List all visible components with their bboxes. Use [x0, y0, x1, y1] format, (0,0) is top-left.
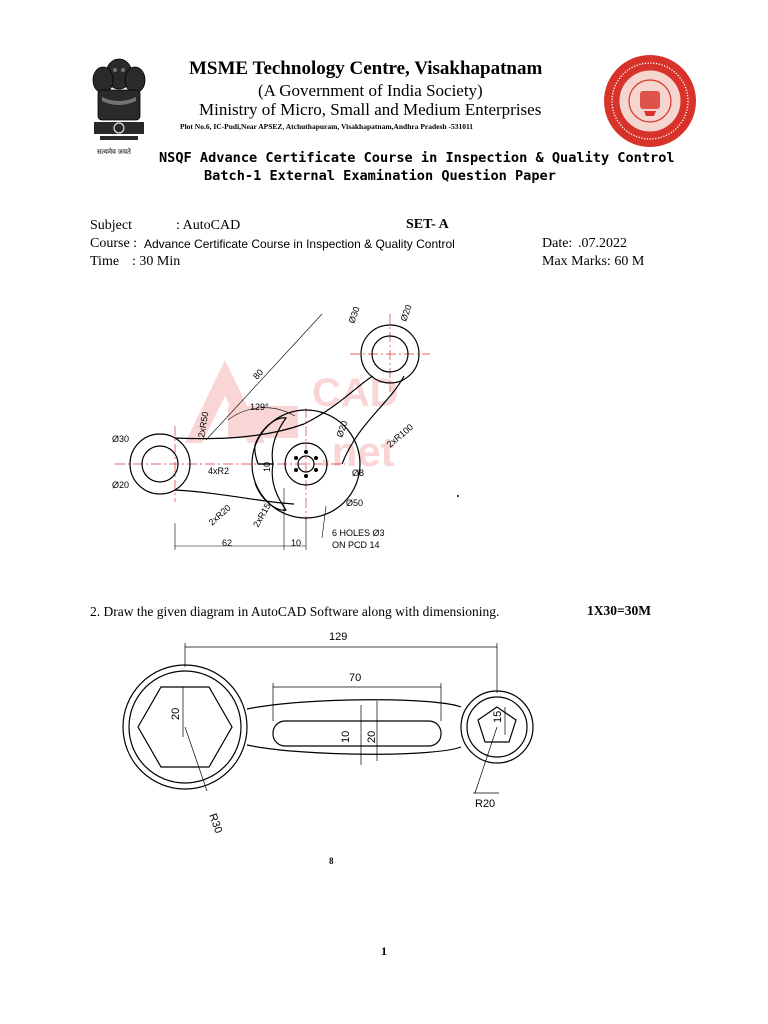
dim-70: 70 [349, 672, 361, 684]
dim-129: 129 [329, 631, 347, 643]
note-holes-line2: ON PCD 14 [332, 540, 380, 550]
question-2-marks: 1X30=30M [587, 603, 651, 618]
time-label: Time [90, 254, 120, 269]
note-holes-line1: 6 HOLES Ø3 [332, 528, 385, 538]
dim-129-angle: 129° [250, 402, 269, 412]
dim-d20-left: Ø20 [112, 480, 129, 490]
dim-d8: Ø8 [352, 468, 364, 478]
organization-address: Plot No.6, IC-Pudi,Near APSEZ, Atchuthap… [180, 122, 474, 131]
dim-62: 62 [222, 538, 232, 548]
question-2-text: 2. Draw the given diagram in AutoCAD Sof… [90, 604, 500, 619]
dim-2xr15: 2xR15 [251, 501, 273, 529]
exam-title: Batch-1 External Examination Question Pa… [204, 168, 556, 184]
subject-label: Subject [90, 218, 132, 233]
autocad-drawing-1: CAD .net Ø3 [112, 303, 459, 550]
max-marks: Max Marks: 60 M [542, 254, 645, 269]
dim-slot-20: 20 [366, 731, 378, 743]
dim-2xr20: 2xR20 [207, 503, 233, 528]
dim-hex-20: 20 [170, 708, 182, 720]
dim-4xr2: 4xR2 [208, 466, 229, 476]
subject-value: : AutoCAD [176, 218, 241, 233]
ministry-name: Ministry of Micro, Small and Medium Ente… [199, 100, 542, 119]
svg-text:CAD: CAD [312, 371, 399, 415]
dim-pentagon-15: 15 [492, 711, 504, 723]
course-title: NSQF Advance Certificate Course in Inspe… [159, 150, 675, 166]
date-label: Date: [542, 236, 573, 251]
msme-tool-room-seal-logo [604, 55, 696, 147]
dim-10-slot: 10 [262, 462, 272, 472]
set-label: SET- A [406, 217, 449, 232]
emblem-motto: सत्यमेव जयते [97, 148, 131, 156]
course-label: Course : [90, 236, 138, 251]
time-value: : 30 Min [132, 254, 181, 269]
organization-subtitle: (A Government of India Society) [258, 81, 483, 100]
date-value: .07.2022 [578, 236, 627, 251]
stray-mark: 8 [329, 856, 334, 866]
autocad-drawing-2: 129 70 20 10 20 15 R20 R30 [122, 631, 534, 835]
watermark-logo: CAD .net [185, 360, 399, 475]
dim-slot-10: 10 [340, 731, 352, 743]
dim-d30-left: Ø30 [112, 434, 129, 444]
dim-r50: 2xR50 [196, 411, 210, 438]
course-value: Advance Certificate Course in Inspection… [144, 237, 455, 251]
dim-r20: R20 [475, 798, 495, 810]
dim-d30-top: Ø30 [346, 305, 361, 324]
dim-d50: Ø50 [346, 498, 363, 508]
national-emblem-logo [92, 58, 146, 140]
page-number: 1 [381, 944, 387, 958]
dim-r30: R30 [206, 812, 224, 835]
dim-10: 10 [291, 538, 301, 548]
dim-d20-top: Ø20 [398, 303, 413, 322]
organization-title: MSME Technology Centre, Visakhapatnam [189, 58, 543, 79]
dim-80: 80 [251, 367, 265, 381]
